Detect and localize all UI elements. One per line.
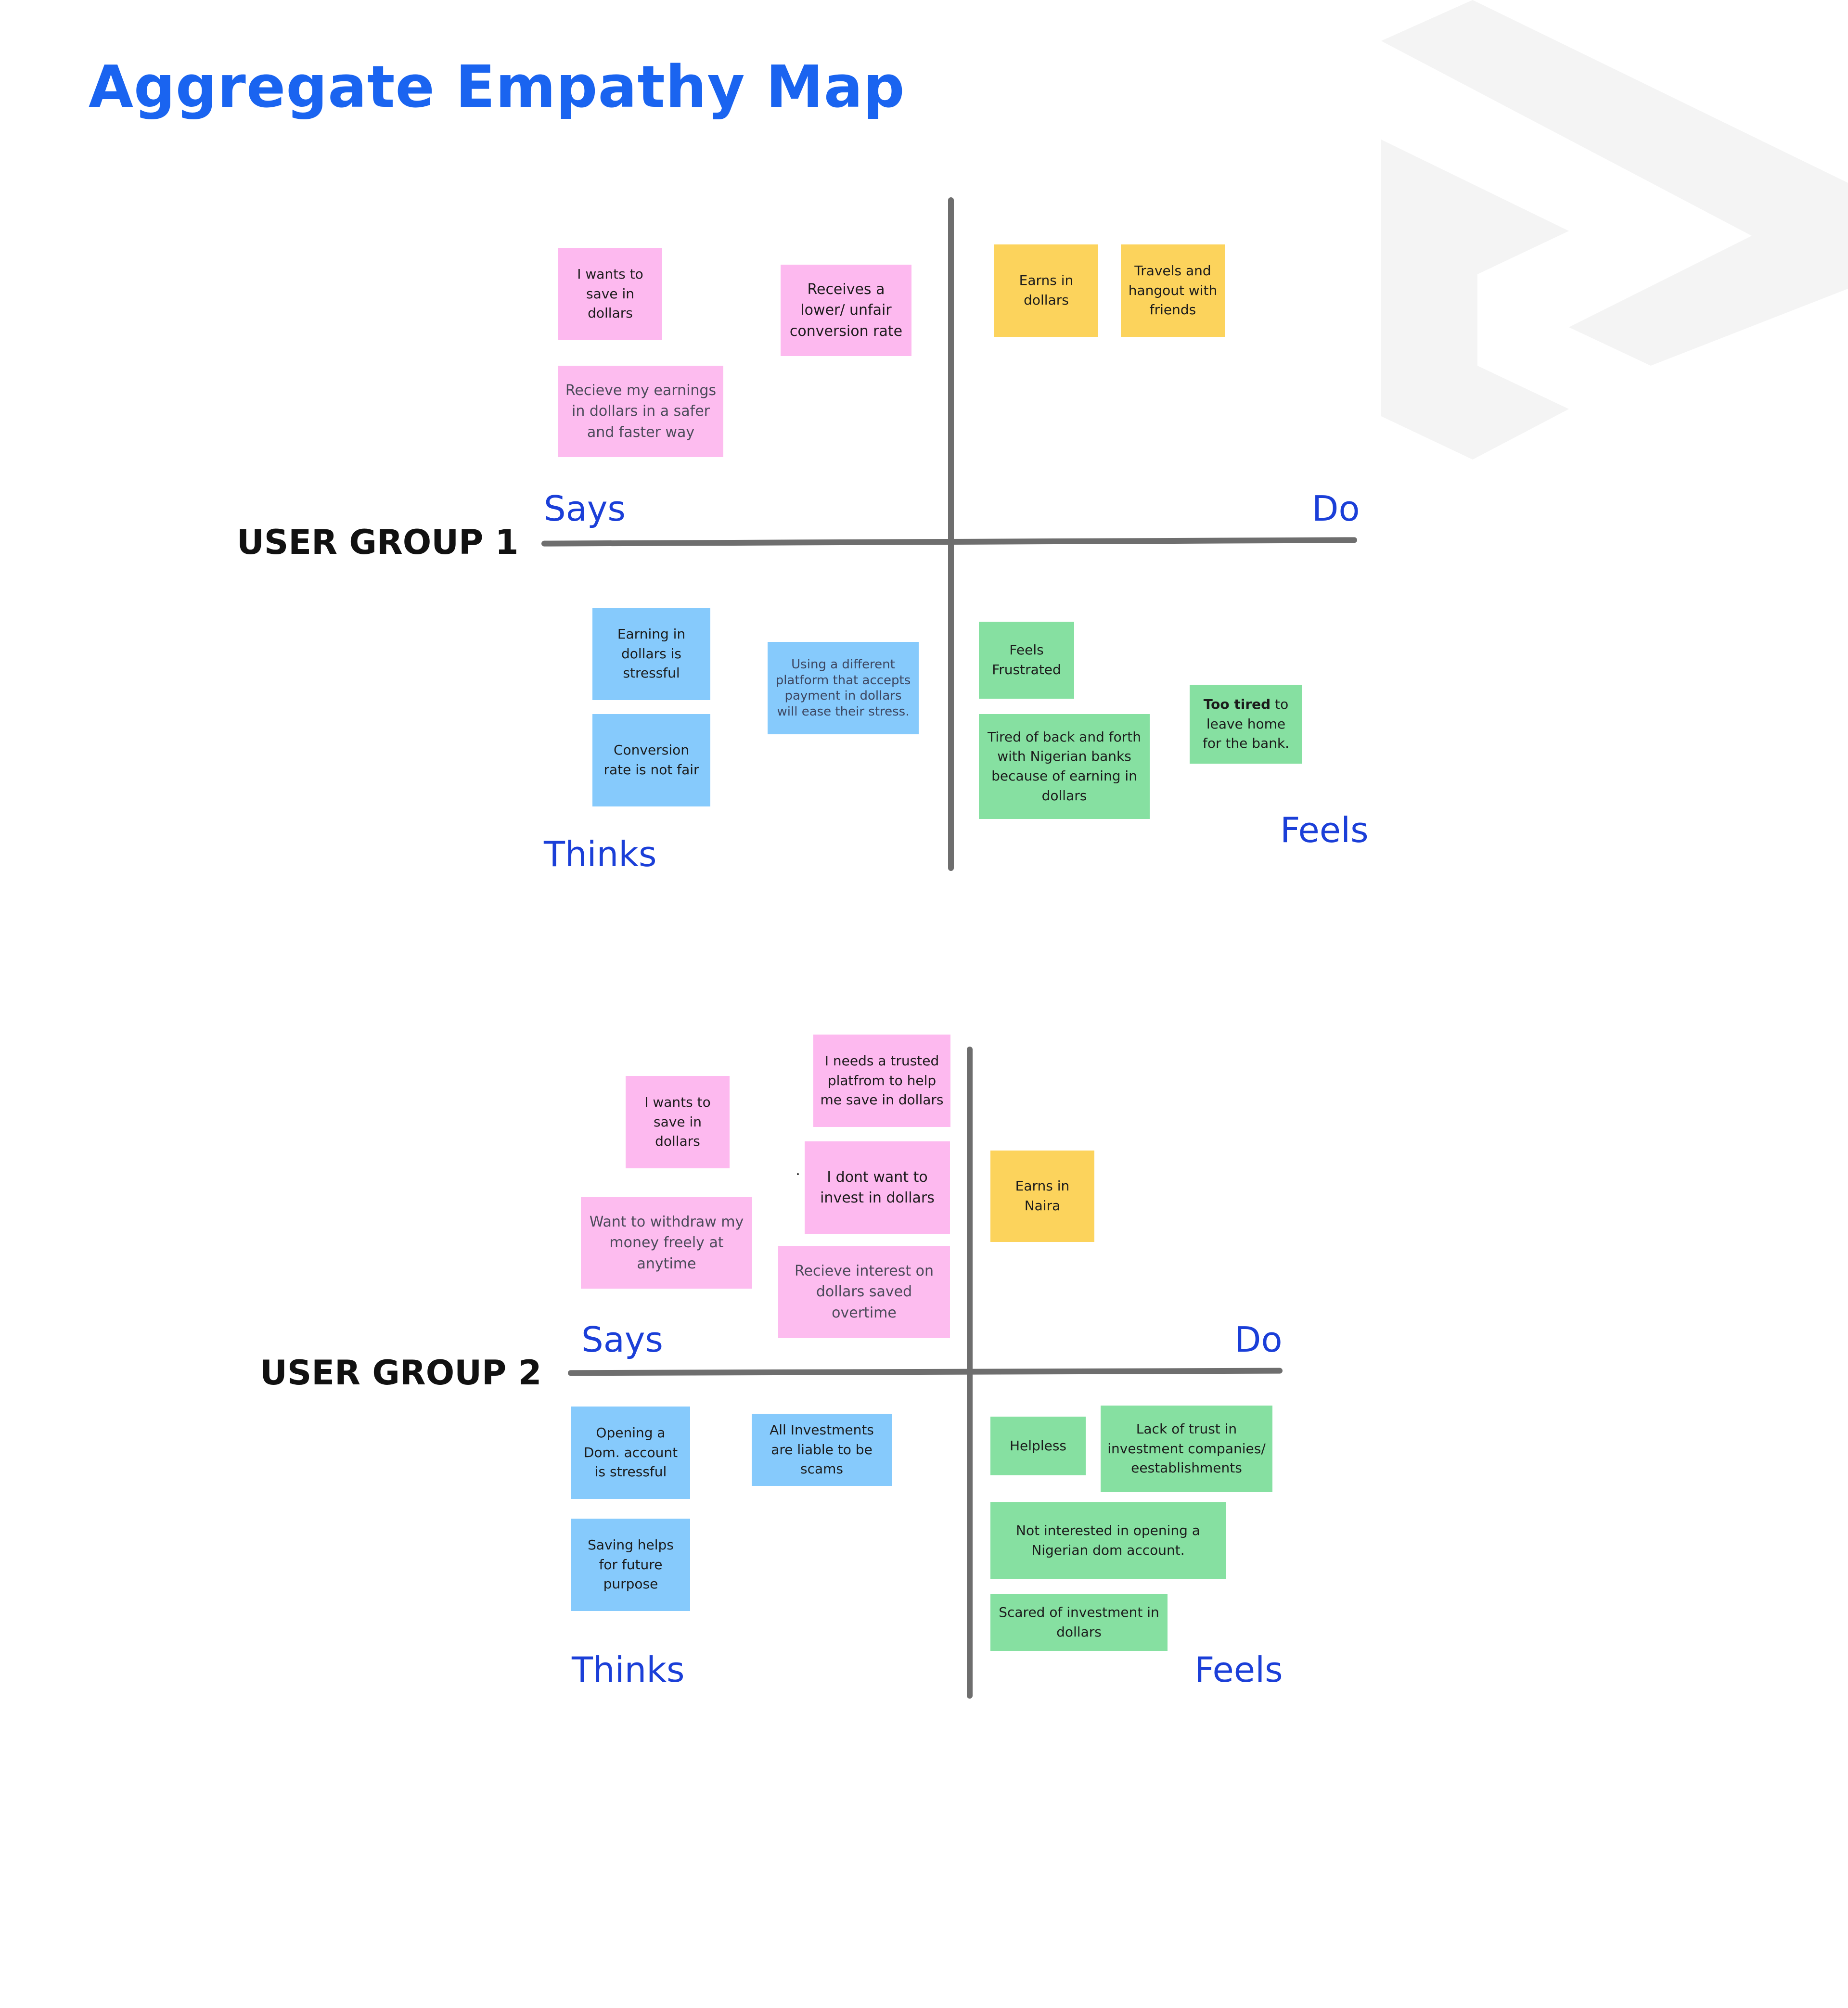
sticky-note: Recieve interest on dollars saved overti… bbox=[778, 1246, 950, 1338]
sticky-note: Feels Frustrated bbox=[979, 622, 1074, 699]
group-1-thinks-label: Thinks bbox=[544, 834, 657, 874]
sticky-note: I needs a trusted platfrom to help me sa… bbox=[813, 1035, 950, 1127]
group-2-thinks-label: Thinks bbox=[572, 1650, 685, 1690]
sticky-note: I wants to save in dollars bbox=[626, 1076, 730, 1168]
note-emphasis: Too tired bbox=[1203, 696, 1271, 713]
sticky-note: Helpless bbox=[990, 1417, 1086, 1475]
sticky-note: Opening a Dom. account is stressful bbox=[571, 1407, 690, 1499]
user-group-2-label: USER GROUP 2 bbox=[260, 1353, 542, 1393]
sticky-note: Too tired to leave home for the bank. bbox=[1190, 685, 1302, 764]
sticky-note: Saving helps for future purpose bbox=[571, 1519, 690, 1611]
sticky-note: Scared of investment in dollars bbox=[990, 1594, 1168, 1651]
sticky-note: Conversion rate is not fair bbox=[592, 714, 710, 806]
group-1-says-label: Says bbox=[544, 488, 626, 529]
group-1-do-label: Do bbox=[1312, 488, 1360, 529]
sticky-note: All Investments are liable to be scams bbox=[752, 1414, 892, 1486]
sticky-note: Earns in dollars bbox=[994, 244, 1098, 337]
sticky-note: Lack of trust in investment companies/ e… bbox=[1101, 1406, 1272, 1492]
sticky-note: Travels and hangout with friends bbox=[1121, 244, 1225, 337]
sticky-note: Receives a lower/ unfair conversion rate bbox=[781, 265, 911, 356]
group-2-do-label: Do bbox=[1234, 1319, 1283, 1360]
group-2-feels-label: Feels bbox=[1194, 1650, 1283, 1690]
page-title: Aggregate Empathy Map bbox=[89, 54, 905, 121]
sticky-note: Tired of back and forth with Nigerian ba… bbox=[979, 714, 1150, 819]
group-1-vertical-axis bbox=[948, 197, 954, 871]
sticky-note: I dont want to invest in dollars bbox=[805, 1141, 950, 1234]
sticky-note: Using a different platform that accepts … bbox=[768, 642, 919, 734]
note-text: to leave home for the bank. bbox=[1202, 696, 1290, 752]
sticky-note: Recieve my earnings in dollars in a safe… bbox=[558, 366, 723, 457]
sticky-note: Earning in dollars is stressful bbox=[592, 608, 710, 700]
stray-dot bbox=[797, 1173, 799, 1175]
sticky-note: Want to withdraw my money freely at anyt… bbox=[581, 1197, 752, 1289]
sticky-note: I wants to save in dollars bbox=[558, 248, 662, 340]
user-group-1-label: USER GROUP 1 bbox=[237, 523, 519, 562]
group-1-feels-label: Feels bbox=[1280, 810, 1369, 850]
sticky-note: Earns in Naira bbox=[990, 1151, 1094, 1242]
sticky-note: Not interested in opening a Nigerian dom… bbox=[990, 1502, 1226, 1579]
group-2-says-label: Says bbox=[581, 1319, 663, 1360]
